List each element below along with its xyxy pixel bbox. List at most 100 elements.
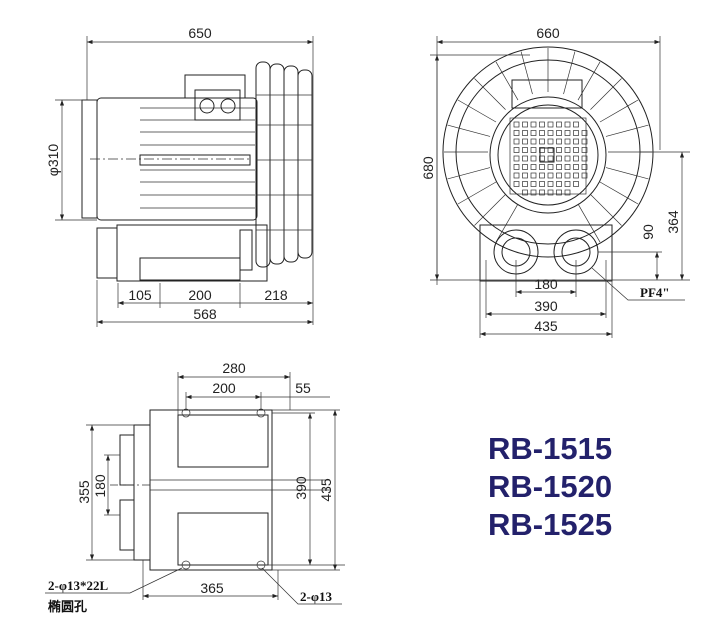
grille-slot xyxy=(539,164,545,170)
grille-slot xyxy=(522,138,528,145)
grille-slot xyxy=(573,138,579,145)
grille-slot xyxy=(556,181,562,187)
dim-overall-length: 650 xyxy=(188,25,212,41)
grille-slot xyxy=(556,189,562,196)
grille-slot xyxy=(513,181,520,187)
grille-slot xyxy=(573,164,579,170)
dim-right-435: 435 xyxy=(318,478,334,502)
cooling-fin xyxy=(599,99,639,123)
model-name: RB-1520 xyxy=(488,469,613,504)
grille-slot xyxy=(547,138,554,145)
dim-mount-390: 390 xyxy=(534,298,558,314)
grille-slot xyxy=(530,147,537,153)
grille-slot xyxy=(581,172,588,179)
grille-slot xyxy=(581,138,588,145)
dim-mount-435: 435 xyxy=(534,318,558,334)
grille-slot xyxy=(522,189,528,196)
grille-slot xyxy=(513,130,520,136)
cooling-fin xyxy=(605,167,649,180)
dim-top-200: 200 xyxy=(212,380,236,396)
grille-slot xyxy=(547,189,554,196)
grille-slot xyxy=(547,130,554,136)
grille-slot xyxy=(581,164,588,170)
cooling-fin xyxy=(457,99,497,123)
cooling-fin xyxy=(577,203,601,243)
grille-slot xyxy=(513,164,520,170)
grille-slot xyxy=(530,164,537,170)
model-name: RB-1515 xyxy=(488,431,613,466)
bottom-view xyxy=(45,372,345,605)
grille-slot xyxy=(539,138,545,145)
dim-bottom-365: 365 xyxy=(200,580,224,596)
cooling-fin xyxy=(447,167,491,180)
grille-slot xyxy=(573,121,579,128)
dim-top-55: 55 xyxy=(295,380,311,396)
dim-seg-a: 105 xyxy=(128,287,152,303)
cooling-fin xyxy=(520,51,533,95)
grille-slot xyxy=(530,121,537,128)
cooling-fin xyxy=(605,124,649,137)
grille-slot xyxy=(556,155,562,162)
front-view xyxy=(430,36,690,338)
cooling-fin xyxy=(495,61,519,101)
dim-motor-diameter: φ310 xyxy=(45,144,61,177)
grille-slot xyxy=(564,164,571,170)
grille-slot xyxy=(556,147,562,153)
grille-slot xyxy=(556,121,562,128)
grille-slot xyxy=(522,155,528,162)
grille-slot xyxy=(539,130,545,136)
dim-seg-b: 200 xyxy=(188,287,212,303)
cooling-fin xyxy=(474,194,506,226)
grille-slot xyxy=(547,172,554,179)
grille-slot xyxy=(564,189,571,196)
grille-slot xyxy=(539,189,545,196)
grille-slot xyxy=(547,164,554,170)
grille-slot xyxy=(530,181,537,187)
grille-slot xyxy=(513,155,520,162)
dim-center-height: 364 xyxy=(665,210,681,234)
dim-base-length: 568 xyxy=(193,306,217,322)
grille-slot xyxy=(564,138,571,145)
cooling-fin xyxy=(590,78,622,110)
grille-slot xyxy=(547,181,554,187)
grille-slot xyxy=(530,155,537,162)
slot-hole-label: 2-φ13*22L xyxy=(48,578,108,593)
grille-slot xyxy=(573,181,579,187)
grille-slot xyxy=(530,172,537,179)
cooling-fin xyxy=(599,181,639,205)
grille-slot xyxy=(573,130,579,136)
grille-slot xyxy=(513,172,520,179)
grille-slot xyxy=(573,155,579,162)
grille-slot xyxy=(564,172,571,179)
grille-slot xyxy=(556,164,562,170)
grille-slot xyxy=(547,155,554,162)
cooling-fin xyxy=(457,181,497,205)
side-view xyxy=(55,36,314,327)
grille-slot xyxy=(564,121,571,128)
grille-slot xyxy=(522,164,528,170)
grille-slot xyxy=(539,181,545,187)
grille-slot xyxy=(573,147,579,153)
grille-slot xyxy=(522,147,528,153)
grille-slot xyxy=(530,138,537,145)
dim-left-355: 355 xyxy=(76,480,92,504)
dim-port-height: 90 xyxy=(640,224,656,240)
grille-slot xyxy=(530,189,537,196)
grille-slot xyxy=(513,138,520,145)
mount-hole-label: 2-φ13 xyxy=(300,589,332,604)
cooling-fin xyxy=(577,61,601,101)
port-thread-label: PF4" xyxy=(640,285,670,300)
grille-slot xyxy=(522,130,528,136)
grille-slot xyxy=(564,155,571,162)
grille-slot xyxy=(581,130,588,136)
cooling-fin xyxy=(474,78,506,110)
grille-slot xyxy=(547,121,554,128)
grille-slot xyxy=(539,172,545,179)
grille-slot xyxy=(522,121,528,128)
grille-slot xyxy=(556,172,562,179)
grille-slot xyxy=(522,181,528,187)
grille-slot xyxy=(581,147,588,153)
grille-slot xyxy=(564,130,571,136)
